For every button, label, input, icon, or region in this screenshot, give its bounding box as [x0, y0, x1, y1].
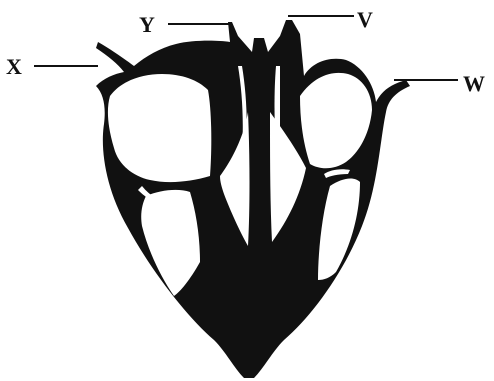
label-y: Y	[139, 14, 155, 36]
label-v: V	[357, 9, 373, 31]
label-w: W	[463, 73, 485, 95]
septum-groove-right	[275, 66, 281, 150]
heart-wall	[96, 20, 410, 378]
label-x: X	[6, 56, 22, 78]
